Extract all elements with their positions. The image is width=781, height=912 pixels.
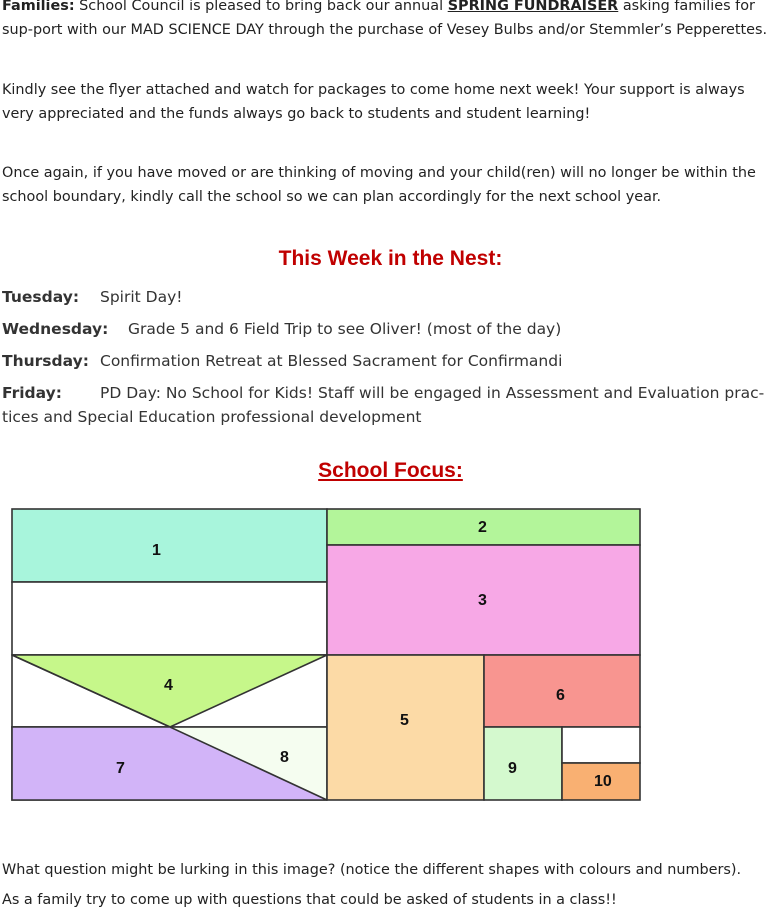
day-label: Tuesday: [2,288,80,306]
families-text-1: School Council is pleased to bring back … [74,0,448,14]
label-4: 4 [164,677,173,694]
label-3: 3 [478,592,487,609]
shape-small-white [561,726,641,764]
flyer-paragraph: Kindly see the flyer attached and watch … [2,82,745,122]
shape-10 [561,762,641,801]
label-1: 1 [152,542,161,559]
families-label: Families: [2,0,75,14]
day-text: Confirmation Retreat at Blessed Sacramen… [100,352,563,370]
day-label: Wednesday: [2,320,109,338]
shape-4-left-edge [11,654,171,728]
shape-2 [326,508,641,546]
schedule-tuesday: Tuesday: Spirit Day! [2,285,778,309]
shape-1-lower [11,581,328,656]
schedule-wednesday: Wednesday: Grade 5 and 6 Field Trip to se… [2,317,778,341]
shapes-puzzle: 1 2 3 4 5 6 7 8 9 10 [11,508,641,801]
families-paragraph: Families: School Council is pleased to b… [2,0,774,42]
shape-5 [326,654,485,801]
day-text: PD Day: No School for Kids! Staff will b… [2,384,765,426]
spring-fundraiser-text: SPRING FUNDRAISER [447,0,619,14]
focus-heading: School Focus: [318,459,463,482]
shape-1 [11,508,328,583]
schedule-friday: Friday:PD Day: No School for Kids! Staff… [2,381,778,429]
label-8: 8 [280,749,289,766]
label-2: 2 [478,519,487,536]
label-9: 9 [508,760,517,777]
label-10: 10 [594,773,612,790]
week-heading: This Week in the Nest: [278,247,503,270]
label-6: 6 [556,687,565,704]
day-text: Spirit Day! [100,288,183,306]
question-line-2: As a family try to come up with question… [2,892,617,908]
shape-3 [326,544,641,656]
day-text: Grade 5 and 6 Field Trip to see Oliver! … [128,320,562,338]
boundary-paragraph: Once again, if you have moved or are thi… [2,165,756,205]
day-label: Friday: [2,384,62,402]
families-text-2: asking families for sup-port with our MA… [2,0,768,38]
schedule-thursday: Thursday: Confirmation Retreat at Blessed… [2,349,778,373]
shape-6 [483,654,641,728]
day-label: Thursday: [2,352,89,370]
label-7: 7 [116,760,125,777]
shape-9 [483,726,563,801]
question-line-1: What question might be lurking in this i… [2,862,742,878]
label-5: 5 [400,712,409,729]
